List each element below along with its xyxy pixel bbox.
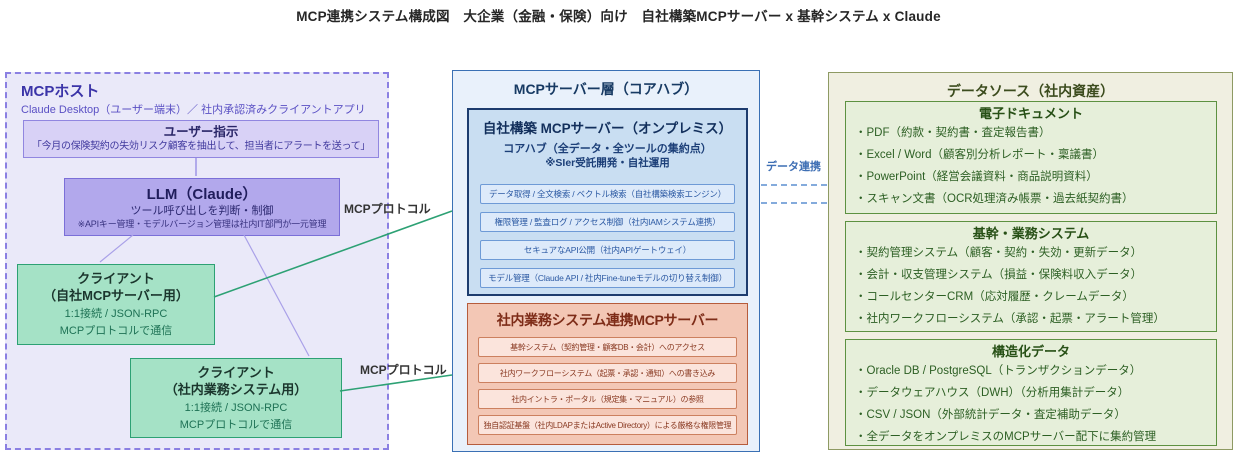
mcp-host-title: MCPホスト — [21, 83, 100, 100]
core-mcp-server-box: 自社構築 MCPサーバー（オンプレミス） コアハブ（全データ・全ツールの集約点）… — [467, 108, 748, 296]
user-instruction-box: ユーザー指示 「今月の保険契約の失効リスク顧客を抽出して、担当者にアラートを送っ… — [23, 120, 379, 158]
group-electronic-documents: 電子ドキュメント ・PDF（約款・契約書・査定報告書） ・Excel / Wor… — [845, 101, 1217, 214]
group-title: 基幹・業務システム — [972, 226, 1090, 241]
panel-data-sources: データソース（社内資産） 電子ドキュメント ・PDF（約款・契約書・査定報告書）… — [828, 72, 1233, 450]
mcp-host-subtitle: Claude Desktop（ユーザー端末）／ 社内承認済みクライアントアプリ — [21, 104, 366, 116]
internal-feature-row: 独自認証基盤（社内LDAPまたはActive Directory）による厳格な権… — [478, 415, 737, 435]
client2-line2: MCPプロトコルで通信 — [179, 418, 293, 431]
data-sources-title: データソース（社内資産） — [946, 83, 1115, 99]
core-feature-row: セキュアなAPI公開（社内APIゲートウェイ） — [480, 240, 735, 260]
group-core-business-systems: 基幹・業務システム ・契約管理システム（顧客・契約・失効・更新データ） ・会計・… — [845, 221, 1217, 332]
client-box-own-mcp-server: クライアント （自社MCPサーバー用） 1:1接続 / JSON-RPC MCP… — [17, 264, 215, 345]
group-title: 電子ドキュメント — [978, 106, 1083, 121]
group-item: ・Excel / Word（顧客別分析レポート・稟議書） — [855, 149, 1104, 161]
client1-title-line1: クライアント — [77, 271, 155, 286]
core-feature-row: データ取得 / 全文検索 / ベクトル検索（自社構築検索エンジン） — [480, 184, 735, 204]
group-structured-data: 構造化データ ・Oracle DB / PostgreSQL（トランザクションデ… — [845, 339, 1217, 446]
diagram-title: MCP連携システム構成図 大企業（金融・保険）向け 自社構築MCPサーバー x … — [296, 9, 941, 24]
panel-mcp-server-layer: MCPサーバー層（コアハブ） 自社構築 MCPサーバー（オンプレミス） コアハブ… — [452, 70, 760, 452]
core-mcp-server-title: 自社構築 MCPサーバー（オンプレミス） — [482, 121, 733, 136]
mcp-server-layer-title: MCPサーバー層（コアハブ） — [513, 81, 699, 97]
llm-line1: ツール呼び出しを判断・制御 — [130, 204, 274, 217]
user-instruction-title: ユーザー指示 — [163, 125, 239, 139]
group-item: ・会計・収支管理システム（損益・保険料収入データ） — [855, 269, 1143, 281]
group-item: ・データウェアハウス（DWH）（分析用集計データ） — [855, 387, 1130, 399]
llm-title: LLM（Claude） — [146, 185, 258, 203]
core-feature-row: モデル管理（Claude API / 社内Fine-tuneモデルの切り替え制御… — [480, 268, 735, 288]
client-box-internal-systems: クライアント （社内業務システム用） 1:1接続 / JSON-RPC MCPプ… — [130, 358, 342, 438]
group-title: 構造化データ — [991, 344, 1070, 359]
group-item: ・Oracle DB / PostgreSQL（トランザクションデータ） — [855, 365, 1142, 377]
group-item: ・CSV / JSON（外部統計データ・査定補助データ） — [855, 409, 1126, 421]
user-instruction-text: 「今月の保険契約の失効リスク顧客を抽出して、担当者にアラートを送って」 — [31, 141, 371, 152]
llm-line2: ※APIキー管理・モデルバージョン管理は社内IT部門が一元管理 — [77, 218, 327, 229]
client1-title-line2: （自社MCPサーバー用） — [43, 288, 189, 303]
client1-line1: 1:1接続 / JSON-RPC — [64, 308, 168, 320]
client1-line2: MCPプロトコルで通信 — [59, 325, 173, 337]
group-item: ・PDF（約款・契約書・査定報告書） — [855, 127, 1051, 139]
group-item: ・コールセンターCRM（応対履歴・クレームデータ） — [855, 291, 1134, 303]
group-item: ・スキャン文書（OCR処理済み帳票・過去紙契約書） — [855, 193, 1134, 205]
internal-feature-row: 社内ワークフローシステム（起票・承認・通知）への書き込み — [478, 363, 737, 383]
core-mcp-server-subtitle1: コアハブ（全データ・全ツールの集約点） — [503, 143, 712, 155]
group-item: ・社内ワークフローシステム（承認・起票・アラート管理） — [855, 313, 1165, 325]
group-item: ・PowerPoint（経営会議資料・商品説明資料） — [855, 171, 1098, 183]
llm-claude-box: LLM（Claude） ツール呼び出しを判断・制御 ※APIキー管理・モデルバー… — [64, 178, 340, 236]
group-item: ・全データをオンプレミスのMCPサーバー配下に集約管理 — [855, 431, 1157, 443]
data-link-label: データ連携 — [766, 161, 821, 173]
core-feature-row: 権限管理 / 監査ログ / アクセス制御（社内IAMシステム連携） — [480, 212, 735, 232]
mcp-protocol-label-upper: MCPプロトコル — [344, 202, 431, 216]
group-item: ・契約管理システム（顧客・契約・失効・更新データ） — [855, 247, 1143, 259]
core-mcp-server-subtitle2: ※SIer受託開発・自社運用 — [545, 157, 670, 169]
internal-systems-mcp-server-title: 社内業務システム連携MCPサーバー — [496, 312, 719, 328]
internal-feature-row: 社内イントラ・ポータル（規定集・マニュアル）の参照 — [478, 389, 737, 409]
client2-line1: 1:1接続 / JSON-RPC — [184, 401, 288, 414]
panel-mcp-host: MCPホスト Claude Desktop（ユーザー端末）／ 社内承認済みクライ… — [5, 72, 389, 450]
client2-title-line2: （社内業務システム用） — [164, 381, 308, 397]
client2-title-line1: クライアント — [197, 364, 275, 380]
internal-feature-row: 基幹システム（契約管理・顧客DB・会計）へのアクセス — [478, 337, 737, 357]
mcp-protocol-label-lower: MCPプロトコル — [360, 363, 447, 377]
internal-systems-mcp-server-box: 社内業務システム連携MCPサーバー 基幹システム（契約管理・顧客DB・会計）への… — [467, 303, 748, 445]
